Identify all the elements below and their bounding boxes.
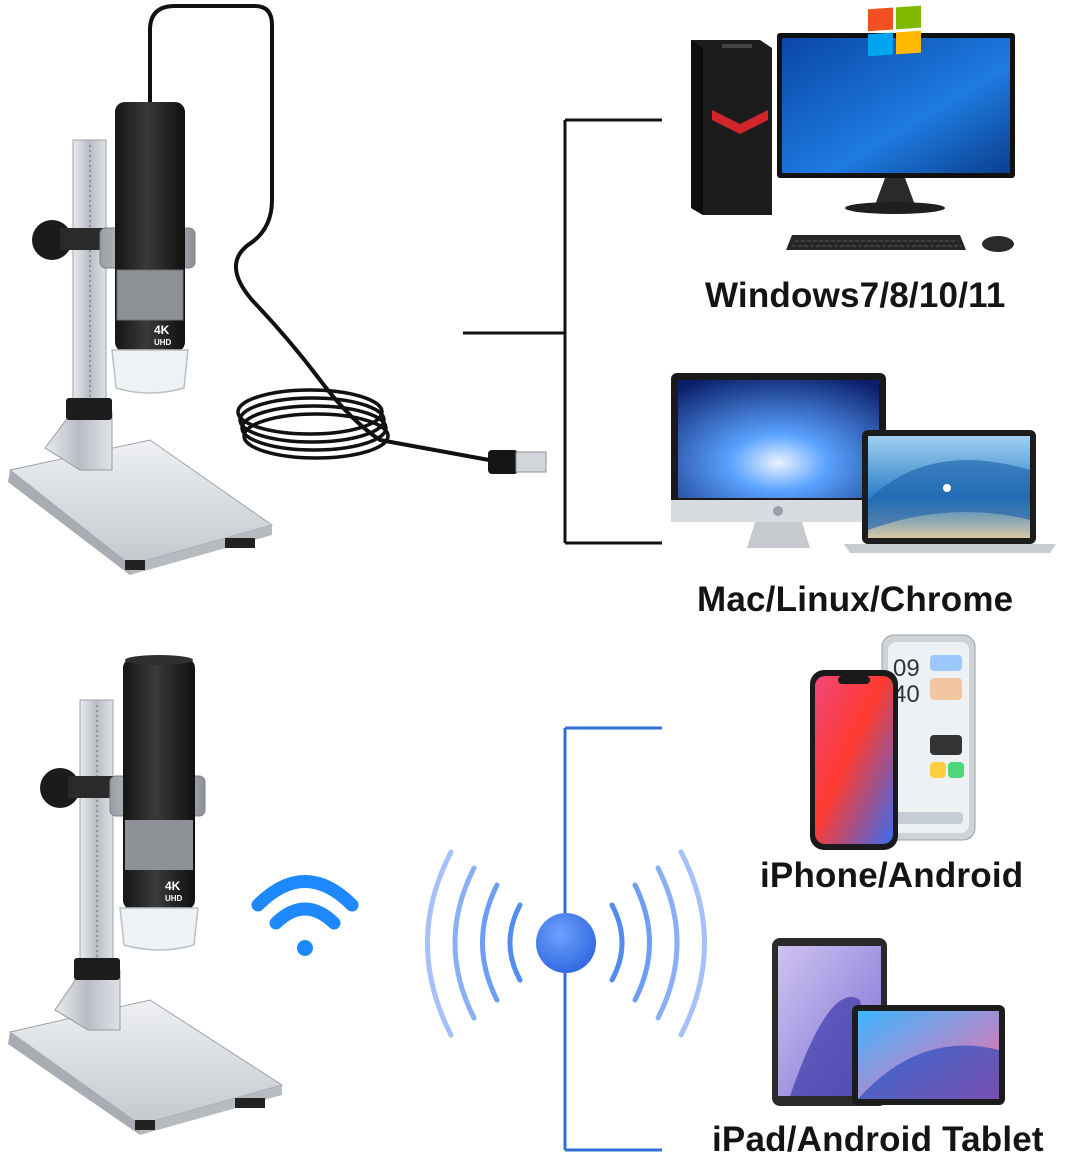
windows-label: Windows7/8/10/11 — [705, 276, 1006, 315]
windows-desktop-pc-icon — [691, 5, 1015, 252]
wireless-hub-dot — [536, 913, 596, 973]
badge-uhd: UHD — [165, 894, 183, 903]
wireless-broadcast-icon — [425, 849, 707, 1038]
tablets-icon — [772, 938, 1005, 1106]
badge-4k: 4K — [154, 323, 170, 337]
usb-microscope: 4K UHD — [8, 3, 547, 575]
wifi-microscope: 4K UHD — [8, 655, 284, 1135]
ipad-android-tablet-label: iPad/Android Tablet — [712, 1120, 1044, 1159]
mac-linux-chrome-label: Mac/Linux/Chrome — [697, 580, 1014, 619]
iphone-android-label: iPhone/Android — [760, 856, 1024, 895]
wired-connection-lines — [463, 118, 662, 545]
badge-4k: 4K — [165, 879, 181, 893]
mouse-icon — [982, 236, 1014, 252]
badge-uhd: UHD — [154, 338, 172, 347]
android-clock: 09 — [893, 655, 920, 682]
usb-plug-icon — [488, 450, 547, 474]
mac-imac-laptop-icon — [671, 373, 1056, 553]
usb-cable — [148, 3, 501, 464]
keyboard-icon — [786, 235, 966, 250]
smartphones-icon: 09 40 — [810, 634, 976, 850]
wifi-signal-icon — [251, 875, 359, 956]
windows-logo-icon — [868, 5, 921, 57]
microscope-body — [123, 658, 195, 910]
